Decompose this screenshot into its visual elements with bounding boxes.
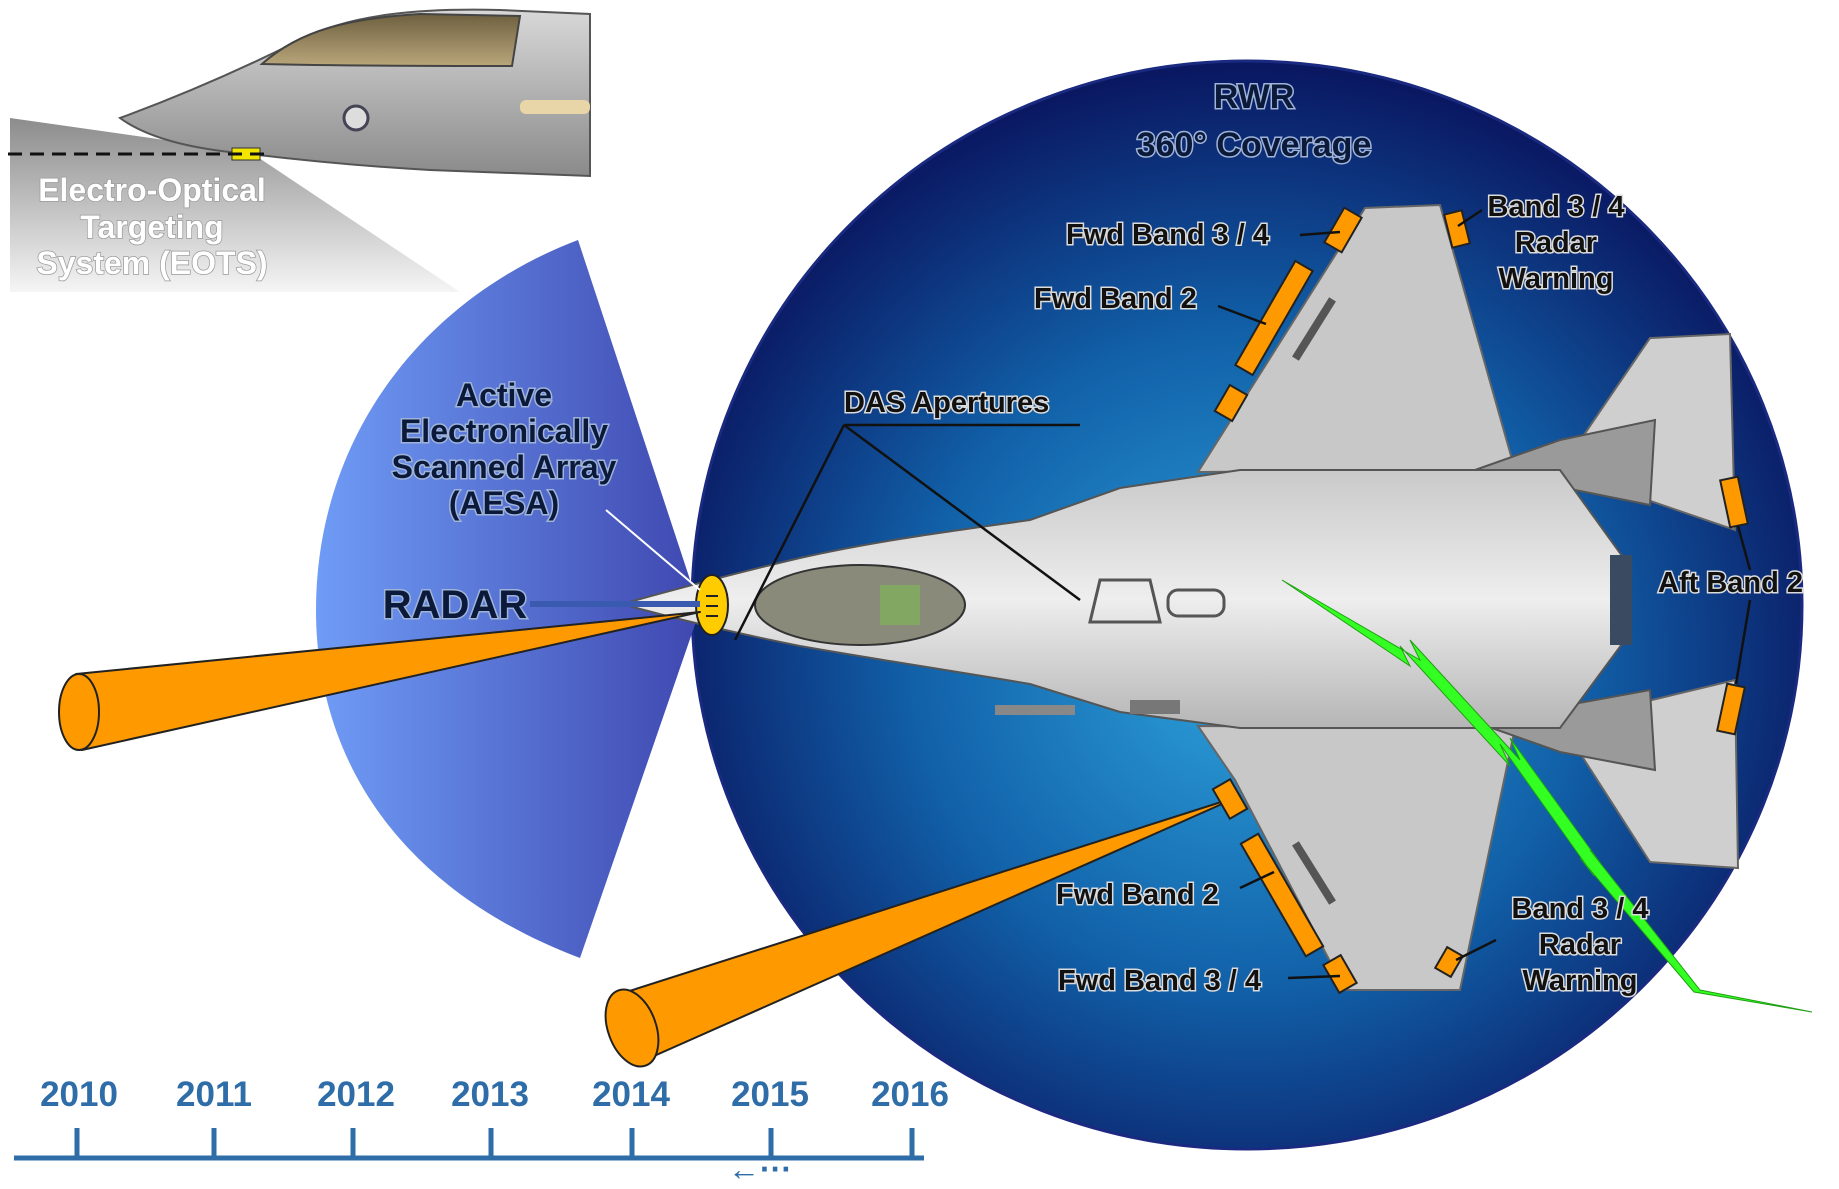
das-apertures-label: DAS Apertures [844,387,1049,419]
fwd-band34-top-label: Fwd Band 3 / 4 [1066,219,1269,251]
year-2015: 2015 [731,1075,809,1114]
band34-rw-bot-2: Radar [1539,929,1621,961]
eots-field-of-view [10,118,460,292]
threat-signal-bolt [1281,579,1813,1013]
band34-rw-bot-1: Band 3 / 4 [1512,893,1649,925]
year-2010: 2010 [40,1075,118,1114]
aesa-label-4: (AESA) [449,485,559,521]
eots-label-2: Targeting [80,209,223,245]
band34-rw-top-1: Band 3 / 4 [1488,191,1625,223]
band34-rw-top-2: Radar [1515,227,1597,259]
fwd-band2-bot-label: Fwd Band 2 [1056,879,1219,911]
rwr-title-1: RWR [1214,78,1295,116]
radar-label: RADAR [383,583,528,627]
fwd-band34-bot-label: Fwd Band 3 / 4 [1058,965,1261,997]
timeline-back-arrow: ←··· [728,1151,792,1187]
leader-lines [530,208,1752,980]
year-2012: 2012 [317,1075,395,1114]
jet-top-view [618,203,1740,991]
year-2016: 2016 [871,1075,949,1114]
aesa-radar-fan [316,240,700,958]
fwd-band2-top-label: Fwd Band 2 [1034,283,1197,315]
band34-rw-top-3: Warning [1499,263,1614,295]
rwr-title-2: 360° Coverage [1137,126,1372,164]
rwr-apertures [1211,206,1749,995]
timeline: 2010 2011 2012 2013 2014 2015 2016 ←··· [14,1075,949,1187]
eots-label-1: Electro-Optical [38,172,266,208]
year-2014: 2014 [592,1075,670,1114]
band34-rw-bot-3: Warning [1523,965,1638,997]
aesa-label-3: Scanned Array [392,449,617,485]
jet-side-view [117,8,591,178]
aft-band2-label: Aft Band 2 [1658,567,1803,599]
eots-label-3: System (EOTS) [36,245,267,281]
year-2011: 2011 [176,1075,252,1114]
year-2013: 2013 [451,1075,529,1114]
aesa-label-1: Active [456,377,552,413]
aesa-label-2: Electronically [400,413,608,449]
